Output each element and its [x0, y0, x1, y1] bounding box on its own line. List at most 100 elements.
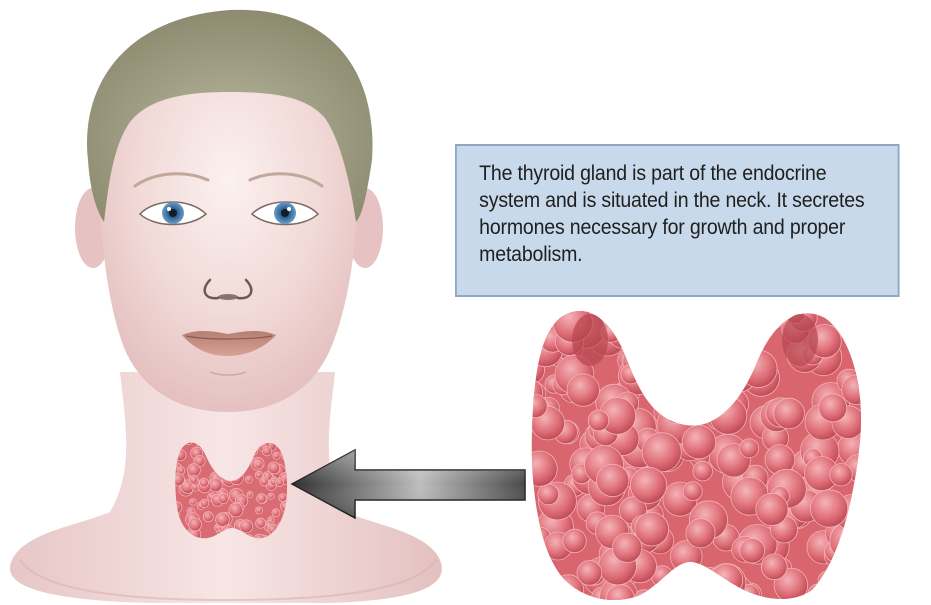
thyroid-lobule [677, 347, 705, 375]
thyroid-lobule [218, 493, 228, 503]
thyroid-lobule [697, 313, 729, 345]
thyroid-lobule [715, 354, 740, 379]
thyroid-lobule [756, 493, 788, 525]
thyroid-lobule [711, 564, 743, 596]
thyroid-lobule [840, 520, 878, 558]
thyroid-lobule [247, 492, 253, 498]
thyroid-lobule [256, 507, 263, 514]
thyroid-lobule [740, 538, 765, 563]
thyroid-lobule [751, 314, 774, 337]
thyroid-lobule [818, 571, 838, 591]
thyroid-lobule [668, 338, 707, 377]
thyroid-lobule [527, 325, 546, 344]
thyroid-lobule [262, 446, 271, 455]
thyroid-lobule [273, 452, 280, 459]
thyroid-lobule [276, 479, 284, 487]
thyroid-lobule [707, 311, 744, 348]
thyroid-lobule [682, 425, 716, 459]
thyroid-lobule [643, 293, 679, 329]
thyroid-lobule [718, 316, 750, 348]
thyroid-lobule [710, 397, 747, 434]
thyroid-lobule [774, 398, 805, 429]
thyroid-lobule [658, 294, 697, 333]
thyroid-lobule [256, 518, 266, 528]
thyroid-lobule [634, 590, 654, 605]
thyroid-lobule [255, 461, 263, 469]
thyroid-lobule [203, 512, 213, 522]
thyroid-lobule [722, 358, 756, 392]
thyroid-lobule [654, 391, 673, 410]
thyroid-lobule [561, 592, 580, 605]
thyroid-lobule [531, 591, 557, 605]
thyroid-lobule [680, 404, 700, 424]
thyroid-lobule [229, 503, 243, 517]
thyroid-lobule [621, 300, 641, 320]
thyroid-lobule [588, 410, 609, 431]
thyroid-lobule [245, 476, 252, 483]
thyroid-lobule [272, 509, 280, 517]
thyroid-lobule [610, 303, 636, 329]
thyroid-lobule [749, 324, 769, 344]
thyroid-lobule [807, 584, 831, 605]
thyroid-lobule [711, 306, 730, 325]
thyroid-lobule [656, 342, 686, 372]
thyroid-lobule [639, 305, 669, 335]
thyroid-lobule [673, 588, 698, 605]
thyroid-lobule [729, 330, 762, 363]
thyroid-lobule [681, 563, 700, 582]
thyroid-lobule [577, 561, 602, 586]
thyroid-lobule [842, 375, 872, 405]
thyroid-lobule [188, 464, 201, 477]
thyroid-lobule [683, 482, 702, 501]
thyroid-lobule [642, 433, 681, 472]
thyroid-lobule [697, 371, 725, 399]
thyroid-lobule [740, 350, 777, 387]
thyroid-lobule [190, 499, 197, 506]
thyroid-lobule [621, 364, 641, 384]
thyroid-lobule [240, 520, 253, 533]
thyroid-lobule [705, 374, 729, 398]
thyroid-lobule [663, 396, 690, 423]
thyroid-lobule [530, 544, 549, 563]
thyroid-lobule [279, 494, 287, 502]
thyroid-lobule [693, 461, 713, 481]
thyroid-lobule [842, 586, 864, 605]
thyroid-lobule [257, 494, 267, 504]
thyroid-lobule [524, 394, 547, 417]
thyroid-lobule [832, 582, 851, 601]
thyroid-lobule [630, 467, 666, 503]
thyroid-lobule [740, 439, 759, 458]
thyroid-lobule [761, 554, 787, 580]
thyroid-lobule [260, 477, 269, 486]
thyroid-lobule [567, 374, 599, 406]
thyroid-lobule [830, 464, 852, 486]
thyroid-enlarged [517, 285, 879, 605]
thyroid-lobule [649, 354, 671, 376]
caption-text: The thyroid gland is part of the endocri… [479, 162, 864, 266]
thyroid-lobule [524, 567, 553, 596]
thyroid-lobule [189, 475, 198, 484]
thyroid-lobule [716, 327, 750, 361]
thyroid-lobule [177, 467, 184, 474]
thyroid-lobule [686, 519, 715, 548]
caption-callout: The thyroid gland is part of the endocri… [455, 144, 900, 297]
thyroid-lobule [189, 518, 202, 531]
thyroid-lobule [632, 301, 652, 321]
thyroid-lobule [268, 462, 280, 474]
thyroid-lobule [819, 394, 847, 422]
thyroid-lobule [520, 307, 551, 338]
thyroid-lobule [522, 451, 557, 486]
thyroid-lobule [696, 586, 730, 605]
thyroid-lobule [810, 490, 847, 527]
thyroid-lobule [651, 390, 671, 410]
thyroid-lobule [538, 484, 559, 505]
thyroid-lobule [830, 522, 869, 561]
thyroid-lobule [268, 493, 274, 499]
thyroid-lobule [530, 573, 557, 600]
thyroid-lobule [613, 533, 642, 562]
thyroid-lobule [200, 499, 208, 507]
thyroid-lobule [664, 584, 693, 605]
thyroid-lobule [648, 341, 677, 370]
thyroid-lobule [563, 529, 586, 552]
